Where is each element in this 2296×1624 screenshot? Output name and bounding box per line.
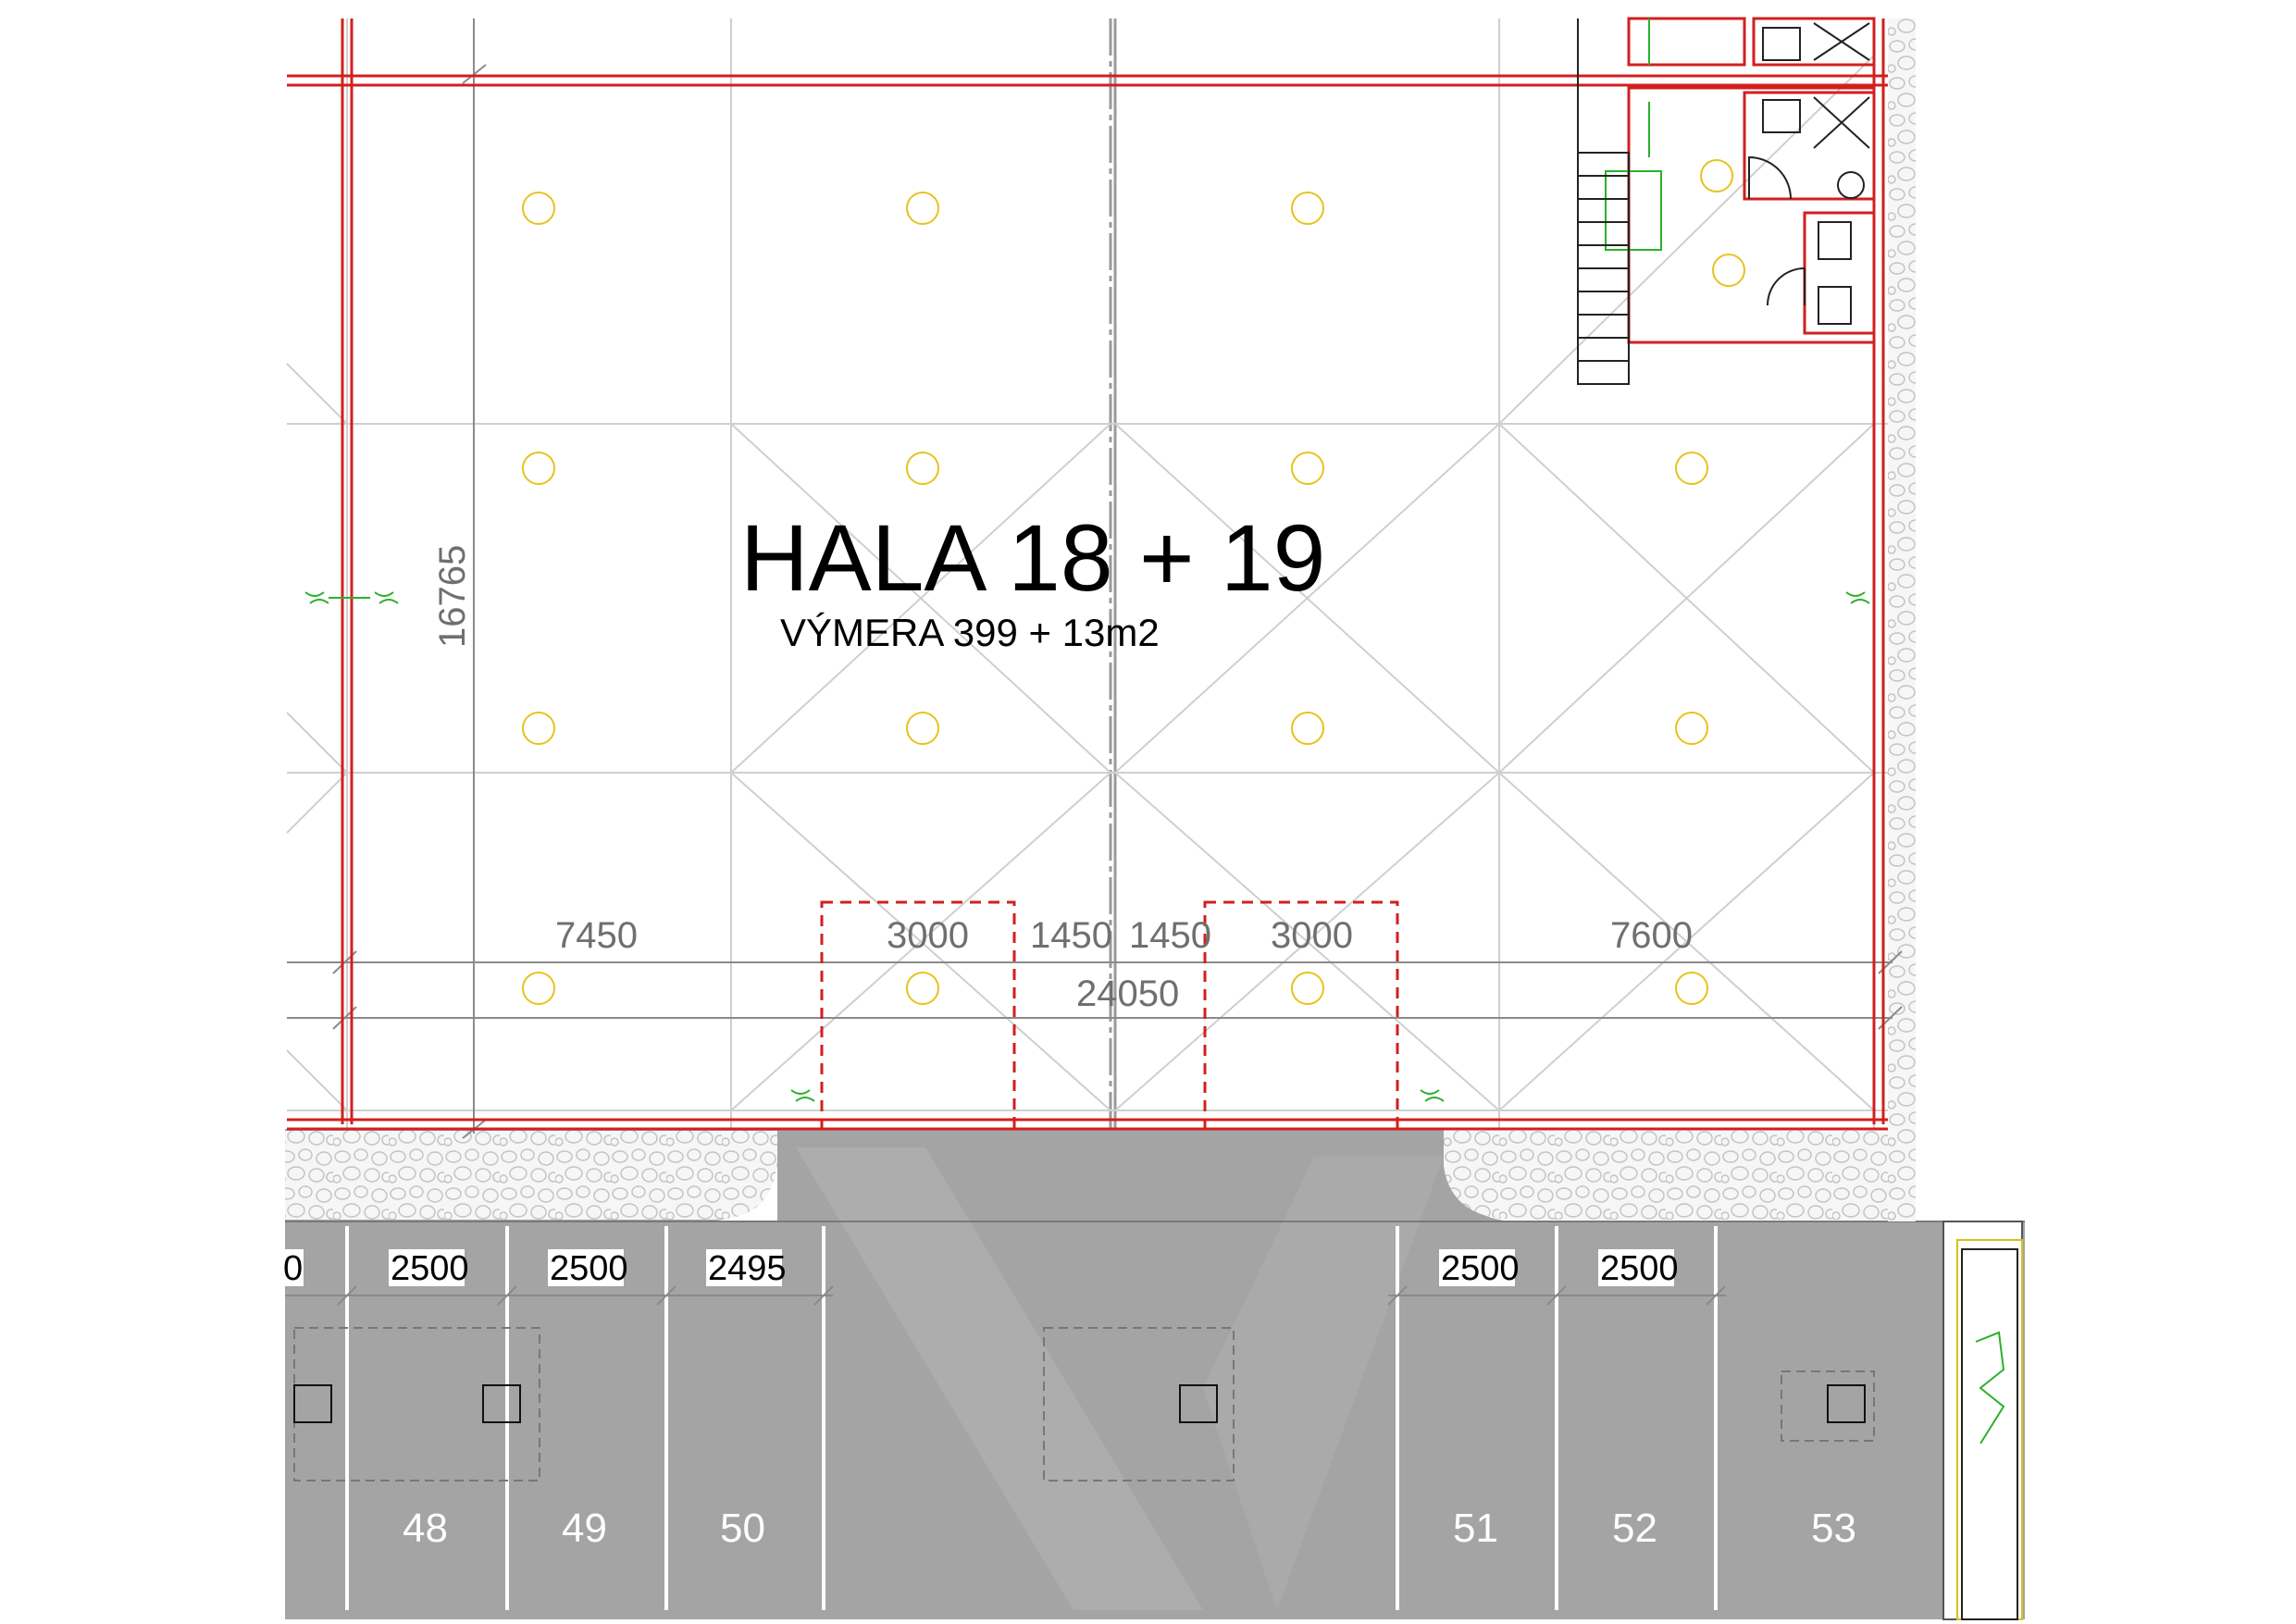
- light-icon: [906, 192, 939, 225]
- light-icon: [522, 712, 555, 745]
- light-icon: [1675, 452, 1708, 485]
- light-icon: [522, 452, 555, 485]
- parking-width-label: 2500: [391, 1249, 469, 1288]
- parking-width-label: 2500: [1600, 1249, 1679, 1288]
- light-icon: [522, 972, 555, 1005]
- light-icon: [1291, 452, 1324, 485]
- gravel-strip: [285, 19, 1916, 1221]
- hall-area: VÝMERA 399 + 13m2: [780, 611, 1160, 654]
- sensors: [304, 591, 1870, 1102]
- dimension-label: 1450: [1030, 915, 1112, 956]
- parking-width-boxes: [285, 1249, 1674, 1286]
- parking-width-label: 2500: [550, 1249, 628, 1288]
- dimension-lines: [285, 19, 1903, 1306]
- parking-space-number: 51: [1453, 1506, 1498, 1551]
- sensor-icon: [304, 591, 399, 604]
- dimension-label: 3000: [887, 915, 969, 956]
- dimension-vertical: 16765: [432, 545, 473, 648]
- light-icon: [906, 972, 939, 1005]
- light-icon: [1291, 192, 1324, 225]
- sensor-icon: [790, 1089, 815, 1102]
- hall-walls: [287, 19, 1888, 1131]
- sanitary-block: [1605, 17, 1876, 344]
- side-stair: [1942, 1221, 2023, 1620]
- sensor-icon: [1420, 1089, 1445, 1102]
- hall-title: HALA 18 + 19: [740, 505, 1325, 611]
- sensor-icon: [1845, 591, 1870, 604]
- light-icon: [522, 192, 555, 225]
- parking-bay-lines: [345, 1226, 1718, 1610]
- parking-space-number: 48: [403, 1506, 448, 1551]
- staircase: [1577, 19, 1630, 385]
- column-footings: [293, 1327, 1875, 1481]
- light-icon: [1712, 254, 1745, 287]
- parking-space-number: 53: [1811, 1506, 1856, 1551]
- parking-width-label: 2495: [708, 1249, 787, 1288]
- dimension-label: 1450: [1129, 915, 1211, 956]
- light-icon: [1675, 972, 1708, 1005]
- light-icon: [1700, 159, 1733, 192]
- parking-space-number: 50: [720, 1506, 765, 1551]
- dimension-total: 24050: [1076, 973, 1179, 1014]
- light-icon: [1291, 972, 1324, 1005]
- parking-space-number: 52: [1612, 1506, 1657, 1551]
- dimension-label: 7450: [555, 915, 638, 956]
- parking-width-label: 2500: [1441, 1249, 1520, 1288]
- parking-width-label: 0: [283, 1249, 303, 1288]
- dimension-label: 7600: [1610, 915, 1693, 956]
- light-icon: [1675, 712, 1708, 745]
- ceiling-lights: [522, 159, 1745, 1005]
- light-icon: [1291, 712, 1324, 745]
- dimension-label: 3000: [1271, 915, 1353, 956]
- parking-space-number: 49: [562, 1506, 607, 1551]
- light-icon: [906, 712, 939, 745]
- light-icon: [906, 452, 939, 485]
- parking-lot: [285, 1129, 2025, 1619]
